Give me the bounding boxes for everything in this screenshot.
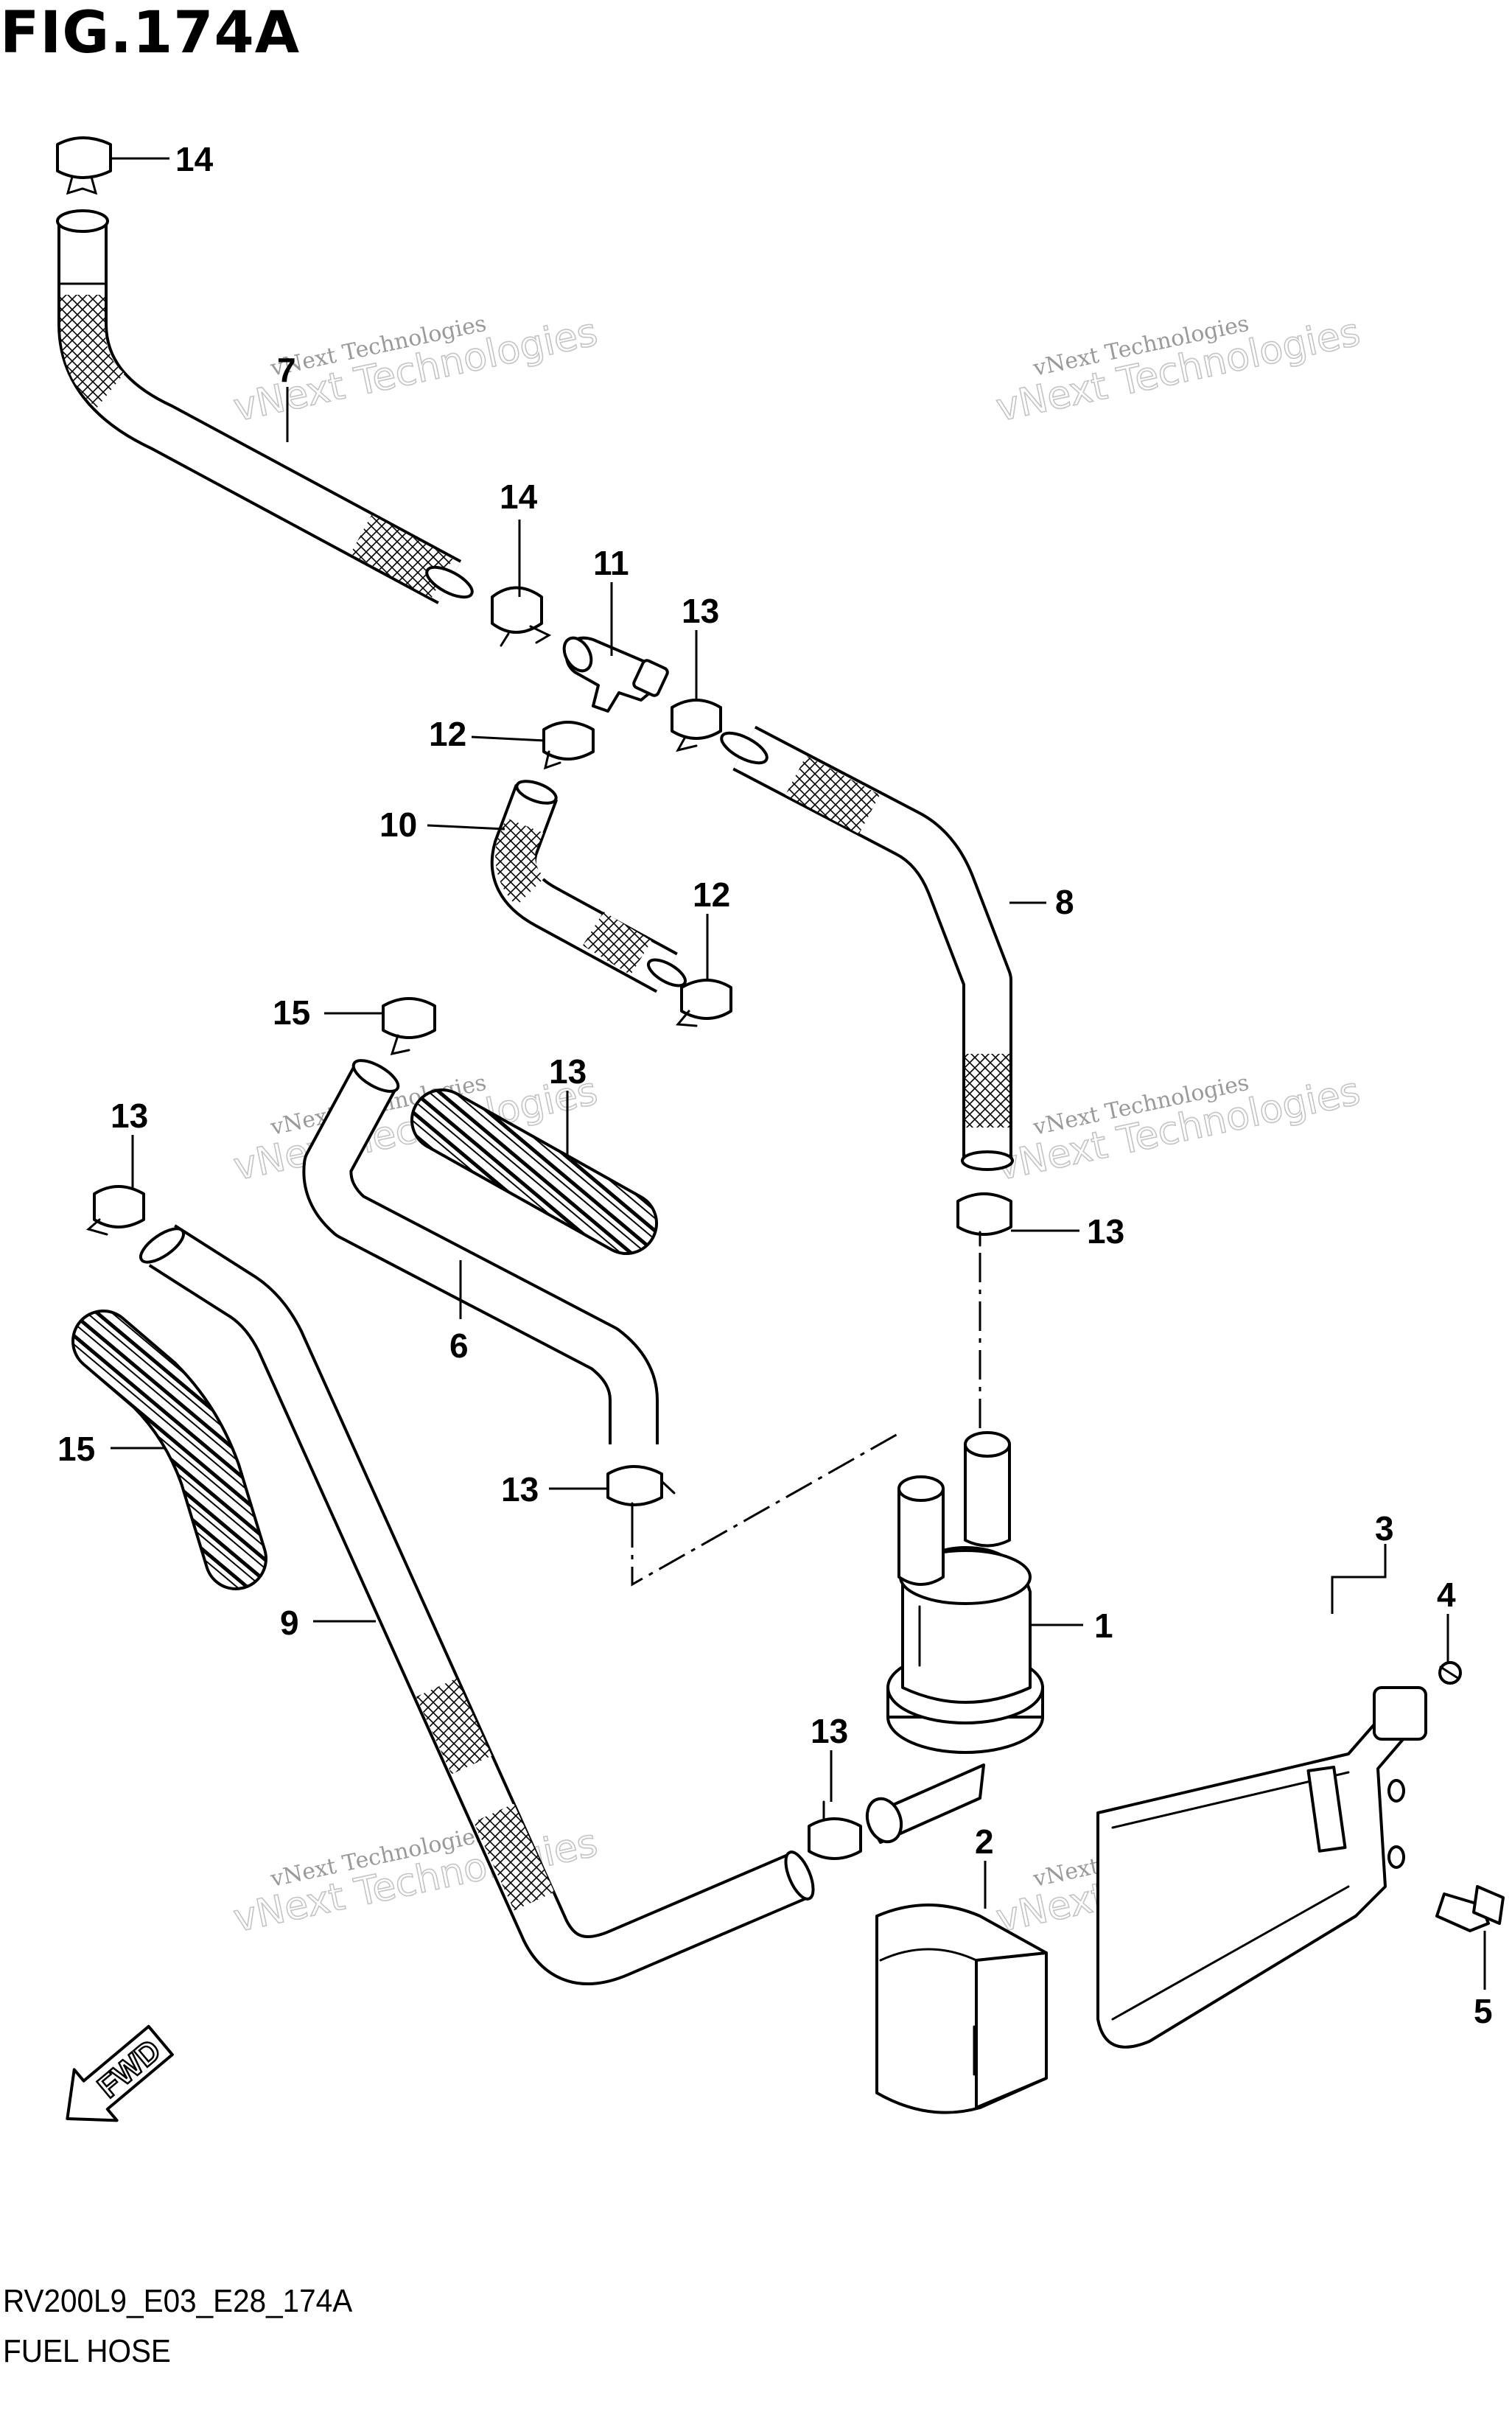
callout-8: 8 (1055, 883, 1074, 921)
callout-12: 12 (693, 875, 730, 914)
clamp-14-top (56, 136, 112, 195)
hose-6 (302, 1059, 659, 1444)
watermark: vNext Technologies vNext Technologies (992, 310, 1365, 431)
assembly-lines (631, 1253, 981, 1587)
callout-14: 14 (175, 140, 214, 178)
fwd-arrow: FWD (66, 2024, 174, 2122)
hose-8 (720, 725, 1014, 1171)
hose-9 (139, 1224, 815, 1985)
callout-3: 3 (1375, 1509, 1394, 1548)
clamp-13-hose6 (382, 997, 436, 1056)
callout-13: 13 (1087, 1212, 1124, 1251)
callout-13: 13 (111, 1097, 148, 1135)
callout-15: 15 (57, 1430, 95, 1468)
callout-11: 11 (593, 544, 629, 582)
callout-5: 5 (1474, 1992, 1493, 2030)
callout-1: 1 (1094, 1607, 1113, 1645)
callout-10: 10 (379, 805, 417, 844)
callout-13: 13 (811, 1712, 848, 1750)
bracket-3 (1096, 1686, 1427, 2049)
callout-13: 15 (273, 993, 310, 1032)
clamp-13-hose8 (956, 1192, 1012, 1247)
bolt-5 (1435, 1885, 1505, 1932)
figure-title: FIG.174A (0, 0, 301, 66)
callout-13: 13 (682, 592, 719, 630)
callout-12: 12 (429, 715, 466, 753)
clamp-13-left (85, 1185, 145, 1236)
hose-7 (56, 209, 474, 604)
watermark: vNext Technologies vNext Technologies (992, 1069, 1365, 1190)
callout-2: 2 (975, 1822, 994, 1861)
callout-14: 14 (500, 478, 538, 516)
callout-9: 9 (280, 1604, 299, 1642)
clamp-12-lower (675, 979, 732, 1027)
callout-4: 4 (1437, 1576, 1456, 1614)
callout-7: 7 (277, 351, 296, 389)
clamp-13-upper (671, 699, 722, 752)
clamp-13-lower (606, 1465, 676, 1520)
diagram-code: RV200L9_E03_E28_174A (3, 2283, 353, 2319)
holder-2 (875, 1904, 1048, 2114)
clamp-12-upper (542, 721, 595, 770)
diagram-name: FUEL HOSE (3, 2333, 171, 2369)
protector-15-lower (71, 1310, 267, 1590)
callout-13: 13 (501, 1470, 539, 1509)
callout-15: 13 (549, 1052, 587, 1091)
joint-11 (562, 636, 669, 713)
screw-4 (1438, 1661, 1462, 1685)
callouts: 14 7 14 11 13 12 10 12 8 13 15 13 13 6 1… (57, 140, 1493, 2030)
fuel-filter-1 (865, 1431, 1044, 1844)
hose-10 (490, 780, 687, 993)
leader-lines (111, 157, 1486, 1990)
clamp-14-mid (491, 586, 552, 647)
clamp-13-filter (808, 1800, 862, 1860)
protector-15-upper (410, 1088, 658, 1255)
callout-6: 6 (449, 1326, 469, 1365)
